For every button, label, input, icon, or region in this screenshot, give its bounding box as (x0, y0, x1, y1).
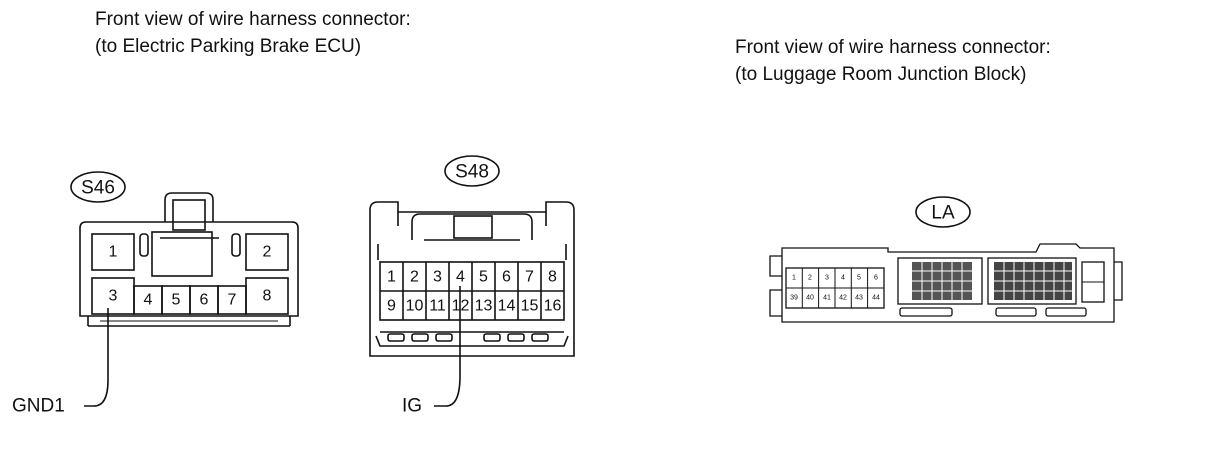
connector-s48-label-oval (444, 155, 500, 187)
connector-s46-id: S46 (81, 178, 115, 199)
la-pin-label: 42 (839, 295, 847, 302)
s46-pin-label: 7 (228, 292, 237, 309)
s46-pin-label: 4 (144, 292, 153, 309)
s48-pin-label: 3 (433, 269, 442, 286)
s48-pin-label: 2 (410, 269, 419, 286)
s48-pin-label: 1 (387, 269, 396, 286)
left-caption: Front view of wire harness connector: (t… (95, 6, 411, 60)
s48-pin-label: 4 (456, 269, 465, 286)
s48-pin-label: 15 (521, 298, 539, 315)
right-caption: Front view of wire harness connector: (t… (735, 34, 1051, 88)
connector-s48-id: S48 (455, 162, 489, 183)
right-caption-line1: Front view of wire harness connector: (735, 37, 1051, 58)
s48-pin-label: 16 (544, 298, 562, 315)
s46-pin-label: 6 (200, 292, 209, 309)
connector-la-housing (781, 243, 1115, 323)
la-pin-label: 5 (857, 275, 861, 282)
s46-pin-label: 8 (263, 288, 272, 305)
gnd1-leader-line (84, 308, 109, 407)
s46-pin-label: 3 (109, 288, 118, 305)
la-pin-label: 4 (841, 275, 845, 282)
connector-la-label-oval (915, 196, 971, 228)
connector-s46: S46 1 2 3 4 5 6 7 8 GND1 (12, 171, 299, 417)
s48-pin-label: 6 (502, 269, 511, 286)
la-dense-pin-field (897, 257, 983, 305)
connector-s48-housing (369, 201, 575, 357)
la-pin-label: 3 (825, 275, 829, 282)
s48-pin-label: 5 (479, 269, 488, 286)
la-pin-label: 6 (874, 275, 878, 282)
connector-s46-housing (79, 221, 299, 317)
right-caption-line2: (to Luggage Room Junction Block) (735, 64, 1027, 85)
connector-la-id: LA (931, 203, 955, 224)
la-dense-pin-field (987, 257, 1077, 305)
ig-leader-line (434, 286, 461, 407)
s48-pin-label: 11 (429, 298, 446, 315)
la-pin-label: 40 (806, 295, 814, 302)
s46-pin-label: 1 (109, 244, 118, 261)
la-pin-label: 43 (855, 295, 863, 302)
s46-pin-label: 5 (172, 292, 181, 309)
s48-pin-label: 13 (475, 298, 493, 315)
la-pin-label: 41 (823, 295, 831, 302)
la-pin-label: 1 (792, 275, 796, 282)
left-caption-line1: Front view of wire harness connector: (95, 9, 411, 30)
signal-label-ig: IG (402, 396, 422, 417)
connector-s48: S48 1 2 3 4 5 6 7 8 9 10 11 12 13 14 15 … (369, 155, 575, 417)
la-pin-label: 44 (872, 295, 880, 302)
signal-label-gnd1: GND1 (12, 396, 65, 417)
s46-pin-cell (245, 277, 289, 315)
s48-pin-label: 8 (548, 269, 557, 286)
connector-s46-label-oval (70, 171, 126, 203)
s46-pin-label: 2 (263, 244, 272, 261)
s46-pin-cell (245, 233, 289, 271)
connector-la: LA 1 2 3 4 5 6 39 40 41 42 43 44 (769, 196, 1123, 323)
s46-pin-cell (91, 233, 135, 271)
s48-pin-label: 9 (387, 298, 396, 315)
la-pin-label: 39 (790, 295, 798, 302)
s48-pin-label: 7 (525, 269, 534, 286)
s48-pin-label: 14 (498, 298, 516, 315)
s48-pin-label: 10 (406, 298, 424, 315)
la-pin-label: 2 (808, 275, 812, 282)
left-caption-line2: (to Electric Parking Brake ECU) (95, 36, 362, 57)
